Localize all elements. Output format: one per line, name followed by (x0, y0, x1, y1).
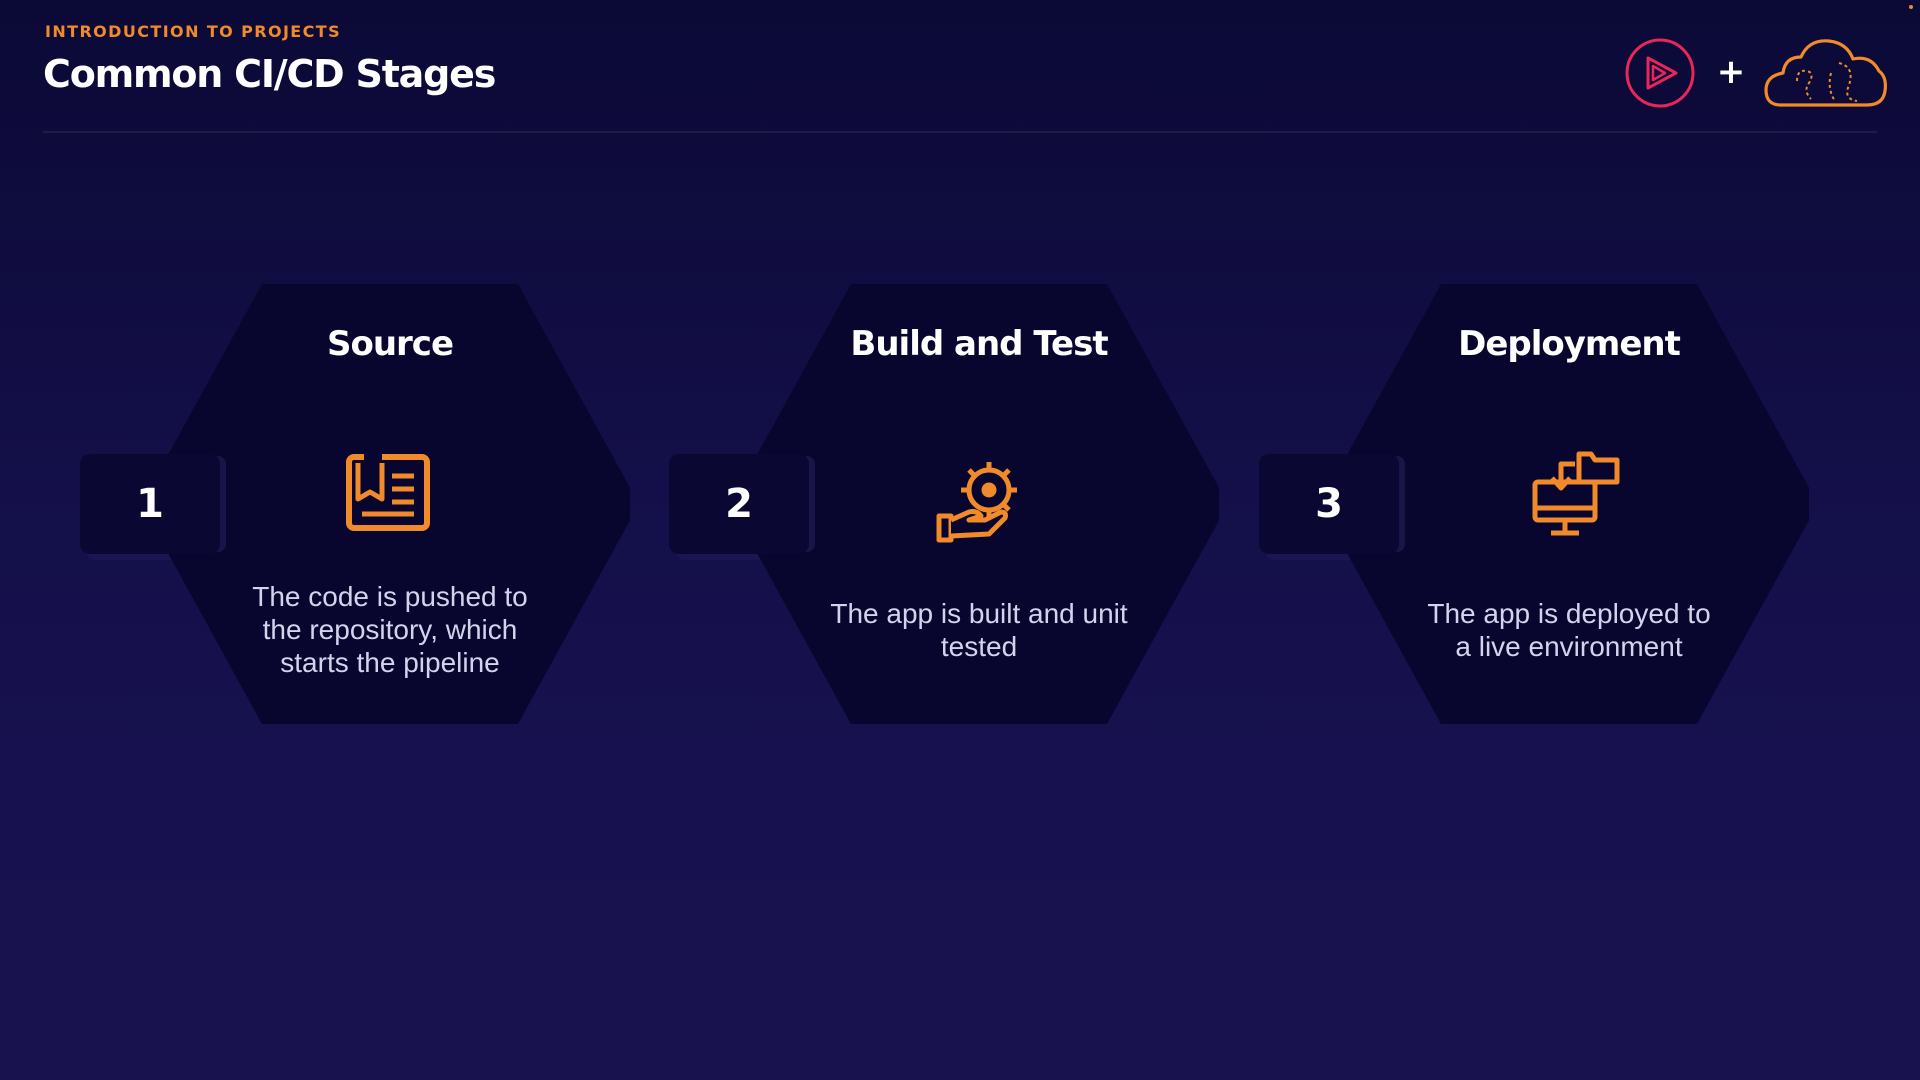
stage-description: The app is deployed to a live environmen… (1427, 598, 1711, 662)
stage-number-box: 3 (1259, 454, 1405, 560)
stage-number: 3 (1315, 481, 1343, 527)
cloud-logo-icon (1764, 39, 1887, 107)
stage-card-deployment: Deployment 3 The app is deployed to a li… (1259, 284, 1809, 724)
section-eyebrow: INTRODUCTION TO PROJECTS (45, 22, 342, 41)
stage-description: The code is pushed to the repository, wh… (252, 581, 528, 678)
gear-hand-icon (936, 462, 1017, 543)
stage-number-box: 2 (669, 454, 815, 560)
stage-card-source: Source 1 The code is pushed to the repos… (80, 284, 630, 724)
stage-number-box: 1 (80, 454, 226, 560)
header-divider (43, 131, 1877, 133)
hexagon-shape (1329, 284, 1809, 724)
plus-sign: + (1716, 52, 1746, 92)
stage-title: Deployment (1458, 324, 1681, 364)
stage-title: Build and Test (850, 324, 1108, 364)
stage-description: The app is built and unit tested (830, 598, 1128, 662)
stage-title: Source (326, 324, 454, 364)
deploy-monitor-icon (1532, 451, 1620, 536)
stage-card-build-and-test: Build and Test 2 The app is built and un… (669, 284, 1219, 724)
stage-number: 2 (725, 481, 753, 527)
corner-dot (1909, 5, 1913, 9)
page-title: Common CI/CD Stages (43, 52, 496, 96)
stage-number: 1 (136, 481, 164, 527)
hexagon-shape (150, 284, 630, 724)
document-icon (346, 450, 430, 531)
hexagon-shape (739, 284, 1219, 724)
play-logo-icon (1625, 38, 1695, 108)
